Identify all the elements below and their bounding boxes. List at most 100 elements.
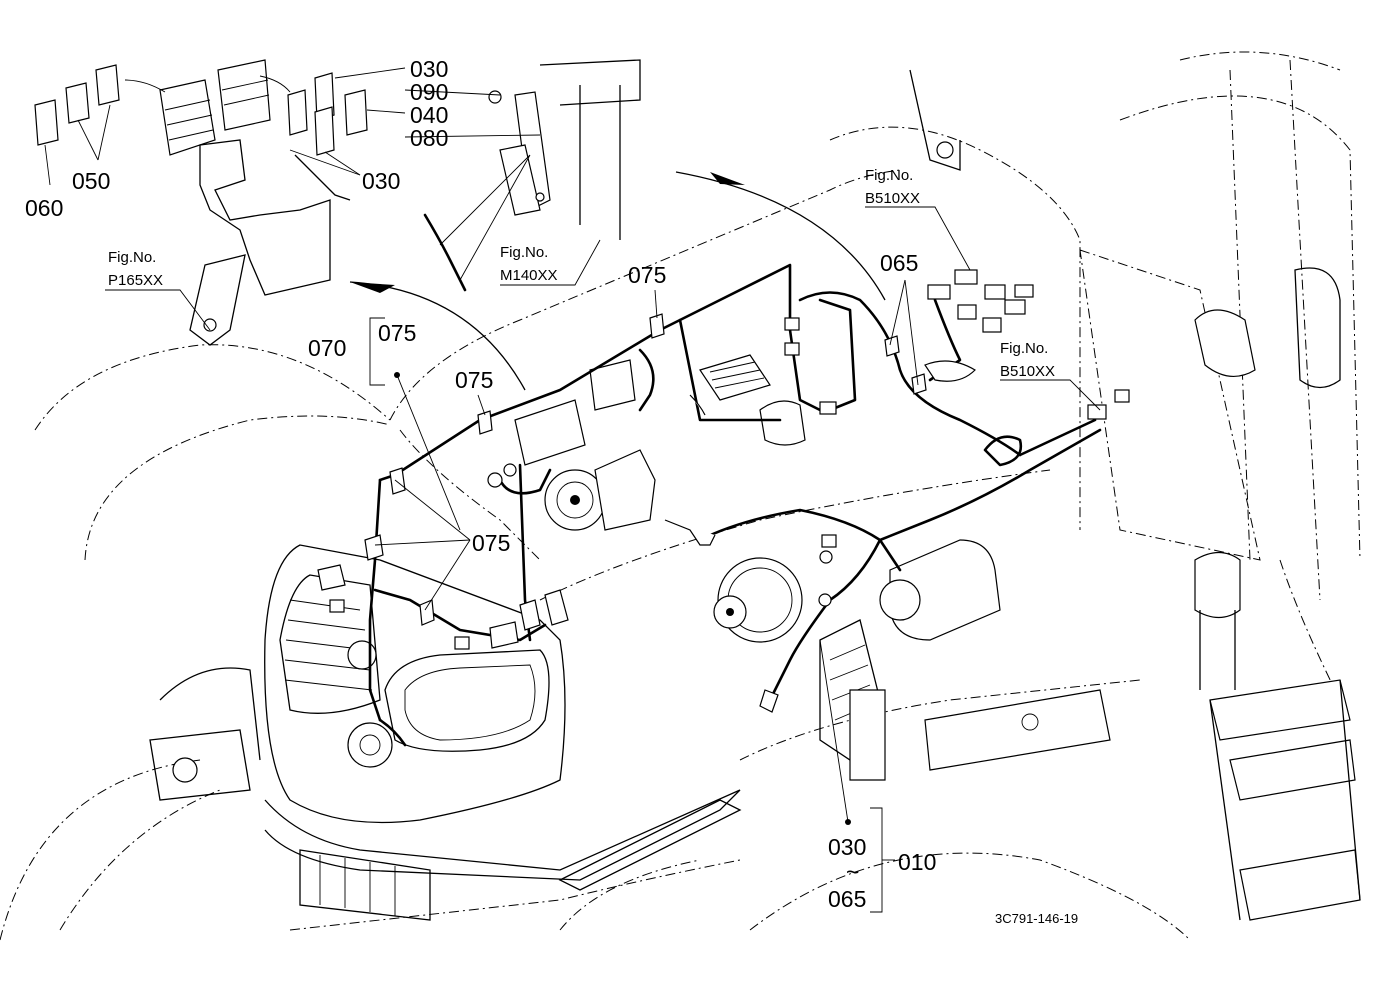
fuse-030-c	[314, 106, 335, 156]
connector-1	[784, 317, 800, 331]
cab-door-handle	[1294, 267, 1341, 389]
harness-right-branch	[798, 291, 1022, 457]
harness-comp-loop	[498, 468, 552, 495]
callout-075-mid: 075	[455, 367, 493, 393]
arrow-fuse-to-block-left	[124, 79, 166, 93]
harness-connector-branch-b510	[928, 298, 962, 382]
harness-relay	[788, 328, 822, 412]
fuse-block-assy-right-detail	[221, 79, 270, 106]
fuse-relay-parts	[34, 59, 368, 346]
connector-b510-2	[957, 304, 977, 320]
hood-side-outline	[399, 429, 541, 561]
ac-compressor-pulley-inner	[556, 481, 594, 519]
leader-010	[819, 639, 849, 823]
relay-box	[699, 354, 771, 401]
leader-075-d-1	[374, 539, 471, 546]
connector-3	[819, 401, 837, 415]
connector-b510-3	[982, 317, 1002, 333]
connector-b510-4	[954, 269, 978, 285]
leader-030-mid-2	[324, 151, 361, 176]
cab-post-outline	[1229, 69, 1251, 561]
fig-ref-p165-code: P165XX	[108, 272, 163, 289]
steering-column-bracket	[909, 69, 961, 171]
callout-030-top: 030	[410, 56, 448, 82]
assembly-arrows	[349, 171, 886, 391]
leader-030-top	[334, 67, 406, 79]
fig-ref-b510b-code: B510XX	[1000, 363, 1055, 380]
grommet-2	[503, 463, 517, 477]
cab-pillar-center	[579, 85, 621, 240]
callout-080: 080	[410, 125, 448, 151]
callout-065-bottom: 065	[828, 886, 866, 912]
fuse-bracket	[199, 139, 331, 296]
callout-060: 060	[25, 195, 63, 221]
sensor-plug-2	[689, 394, 706, 416]
fuse-040	[344, 89, 368, 136]
ground-terminal	[759, 689, 779, 713]
ac-compressor-body	[594, 449, 656, 531]
air-precleaner	[1194, 551, 1241, 619]
fig-ref-m140-code: M140XX	[500, 267, 558, 284]
rear-wheel-lower-outline	[749, 852, 1191, 941]
leader-050-2	[97, 104, 111, 161]
arrow-fuse-assy-head	[350, 282, 395, 293]
fuse-block-assy-left	[159, 79, 216, 156]
bracket-010	[870, 807, 883, 913]
callout-010: 010	[898, 849, 936, 875]
weight-lines	[319, 855, 396, 916]
leader-075-d-2	[424, 539, 471, 611]
steering-column-bolt	[936, 141, 954, 159]
connector-b510-5	[984, 284, 1006, 300]
tool-box	[924, 689, 1111, 771]
callout-090: 090	[410, 79, 448, 105]
front-axle	[159, 667, 261, 761]
cab-window-outline	[1079, 249, 1261, 561]
leader-m140-to-wire	[439, 154, 531, 281]
leader-075-a	[654, 289, 658, 319]
front-grille	[149, 544, 741, 921]
bracket-070	[369, 317, 385, 386]
connector-b510-7	[1014, 284, 1034, 298]
callout-030-bottom: 030	[828, 834, 866, 860]
clamp-075-4	[364, 534, 384, 561]
step-frame	[1209, 679, 1361, 921]
sensor-coolant	[519, 599, 541, 631]
lamp-socket-left	[317, 564, 346, 591]
fuse-050-a	[65, 82, 90, 124]
cab-front-outline	[829, 126, 1081, 530]
connector-7	[1114, 389, 1130, 403]
bracket-080-bolt	[535, 192, 545, 202]
leader-065-2	[904, 279, 919, 386]
air-intake-pipe	[1199, 610, 1236, 690]
tool-box-latch	[1021, 713, 1039, 731]
arrow-bracket-assy-head	[710, 172, 745, 185]
headlight-lens	[404, 664, 536, 741]
drawing-code: 3C791-146-19	[995, 911, 1078, 926]
work-light	[1194, 309, 1256, 377]
connector-5	[454, 636, 470, 650]
connector-8	[821, 534, 837, 548]
connector-b510-1	[927, 284, 951, 300]
fuse-030-a	[287, 89, 308, 136]
starter-motor	[889, 539, 1001, 641]
step-lower	[1239, 849, 1361, 921]
clamp-065-2	[911, 373, 927, 395]
callout-075-bracket: 075	[378, 320, 416, 346]
frame-bottom-outline	[289, 859, 741, 931]
callout-030-mid: 030	[362, 168, 400, 194]
connector-2	[784, 342, 800, 356]
callout-050: 050	[72, 168, 110, 194]
fuse-block-right	[589, 359, 636, 411]
leader-075-b	[477, 394, 486, 416]
bumper-bracket	[149, 729, 251, 801]
mount-plate-p165	[189, 254, 246, 346]
fuse-block-assy-left-detail	[164, 99, 214, 141]
leader-010-dot	[845, 819, 851, 825]
fig-ref-b510a-code: B510XX	[865, 190, 920, 207]
callout-070: 070	[308, 335, 346, 361]
harness-to-starter	[878, 538, 902, 572]
harness-right-mid	[818, 298, 857, 412]
fuse-050-b	[95, 64, 120, 106]
nut-090	[488, 90, 502, 104]
